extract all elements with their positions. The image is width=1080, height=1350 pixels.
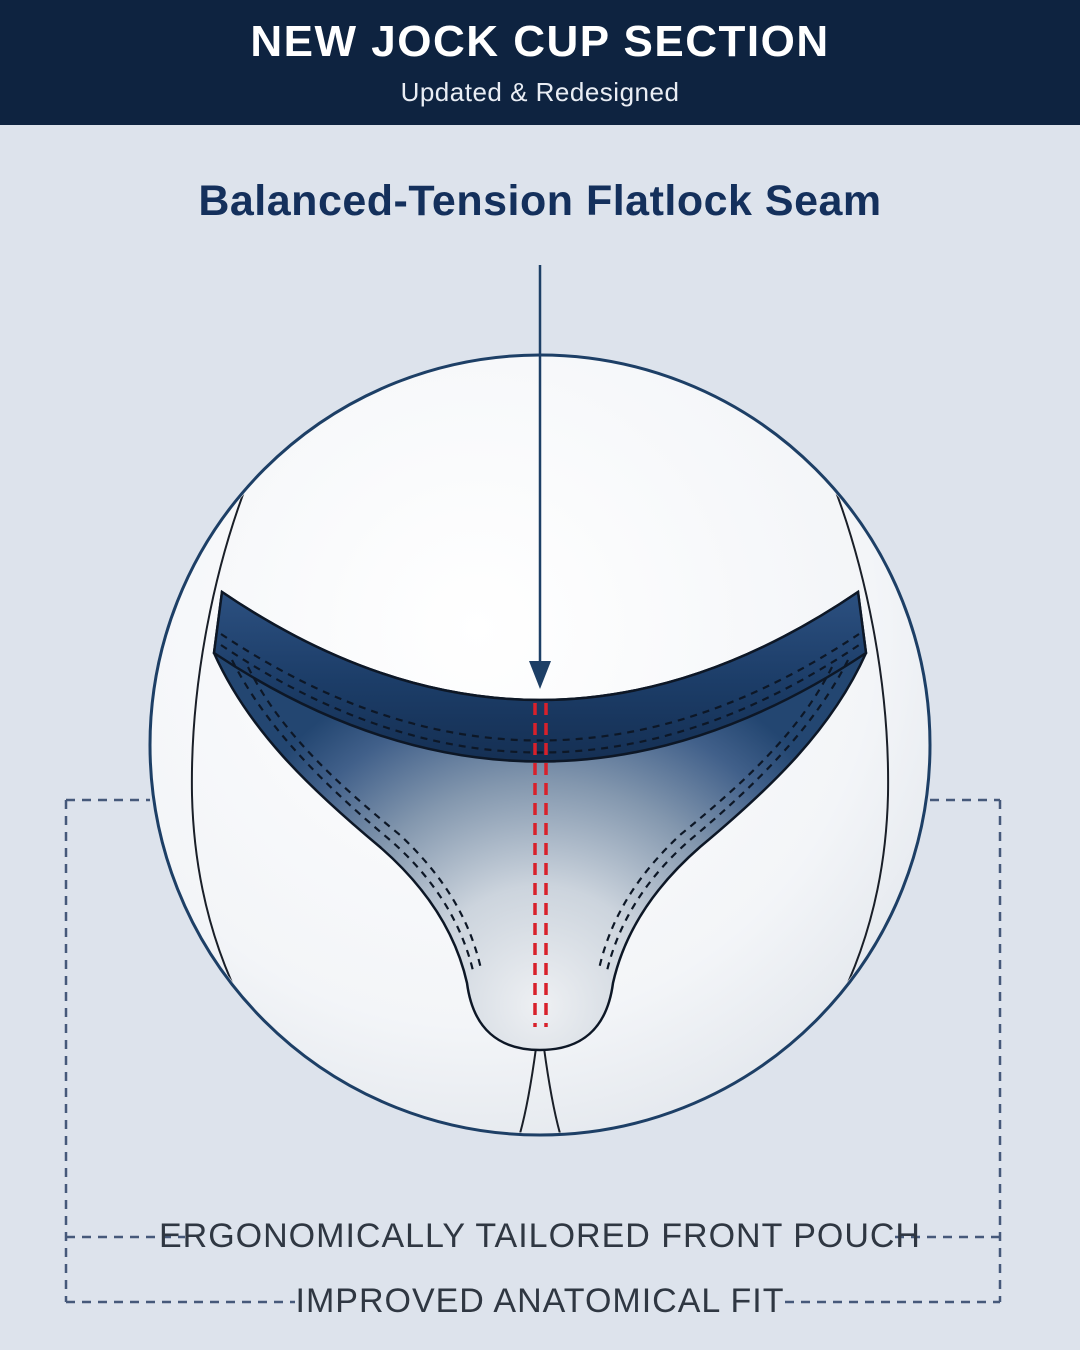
jock-cup-illustration [64,265,1002,1304]
waistband [212,589,868,763]
header-banner: NEW JOCK CUP SECTION Updated & Redesigne… [0,0,1080,125]
down-arrow-icon [529,265,551,689]
caption-anatomical-fit: IMPROVED ANATOMICAL FIT [295,1282,785,1320]
brief-garment [212,589,868,1052]
header-title: NEW JOCK CUP SECTION [250,17,830,66]
callout-brackets [64,798,1002,1304]
header-subtitle: Updated & Redesigned [400,77,680,107]
caption-front-pouch: ERGONOMICALLY TAILORED FRONT POUCH [159,1217,921,1255]
diagram-canvas: Balanced-Tension Flatlock Seam [0,125,1080,1350]
stitch-lines [220,633,860,976]
diagram-title: Balanced-Tension Flatlock Seam [198,177,882,225]
flatlock-seam [533,703,548,1027]
